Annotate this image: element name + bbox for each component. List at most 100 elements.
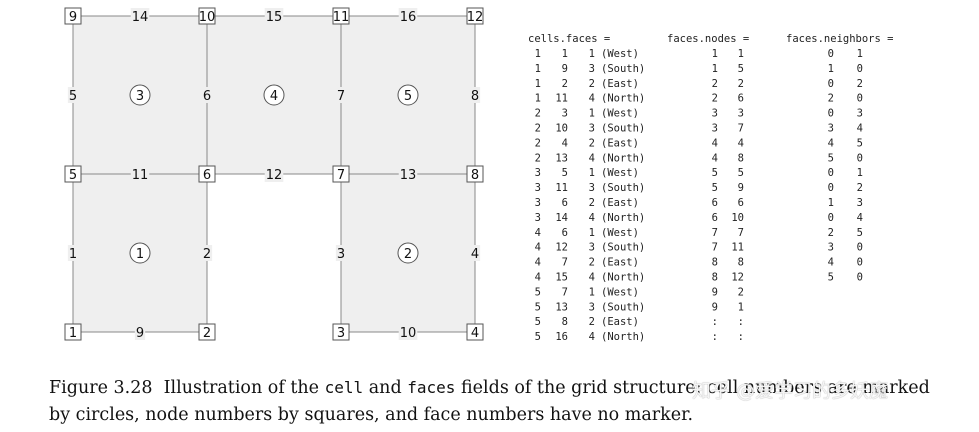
cells-faces-cell: (South) xyxy=(601,182,645,194)
cells-faces-cell: 11 xyxy=(555,182,568,194)
faces-nodes-cell: 9 xyxy=(712,301,718,313)
cells-faces-cell: 5 xyxy=(535,286,541,298)
cells-faces-cell: 3 xyxy=(535,167,541,179)
face-label: 6 xyxy=(203,89,211,104)
faces-neighbors-cell: 5 xyxy=(857,137,863,149)
cells-faces-cell: 6 xyxy=(562,197,568,209)
faces-neighbors-cell: 4 xyxy=(828,257,834,269)
faces-neighbors-cell: 0 xyxy=(828,78,834,90)
node-marker xyxy=(64,7,82,25)
cells-faces-cell: (South) xyxy=(601,242,645,254)
node-number: 4 xyxy=(471,326,479,341)
face-label-bg xyxy=(335,87,347,103)
cells-faces-cell: 11 xyxy=(555,93,568,105)
cells-faces-cell: (North) xyxy=(601,272,645,284)
cells-faces-cell: 3 xyxy=(589,123,595,135)
cells-faces-cell: 1 xyxy=(562,48,568,60)
node-number: 6 xyxy=(203,168,211,183)
face-label: 4 xyxy=(471,247,479,262)
node-number: 2 xyxy=(203,326,211,341)
cells-faces-cell: 2 xyxy=(562,78,568,90)
caption-part1: Illustration of the xyxy=(163,378,320,398)
faces-nodes-cell: 6 xyxy=(712,197,718,209)
cell-number: 1 xyxy=(136,247,144,262)
faces-nodes-cell: 8 xyxy=(738,152,744,164)
node-number: 10 xyxy=(199,10,216,25)
faces-neighbors-cell: 0 xyxy=(857,152,863,164)
faces-nodes-cell: 1 xyxy=(738,48,744,60)
face-label: 10 xyxy=(400,326,417,341)
cells-faces-cell: 13 xyxy=(555,152,568,164)
cells-faces-cell: 4 xyxy=(535,242,541,254)
cells-faces-cell: 6 xyxy=(562,227,568,239)
cells-faces-header: cells.faces = xyxy=(528,33,610,45)
faces-nodes-cell: 6 xyxy=(738,93,744,105)
faces-neighbors-cell: 5 xyxy=(828,272,834,284)
face-label: 3 xyxy=(337,247,345,262)
node-marker xyxy=(332,165,350,183)
face-label-bg xyxy=(201,245,213,261)
node-marker xyxy=(332,7,350,25)
faces-nodes-cell: 2 xyxy=(738,78,744,90)
faces-nodes-cell: 5 xyxy=(738,63,744,75)
cells-faces-cell: 1 xyxy=(589,108,595,120)
figure-caption: Figure 3.28 Illustration of the cell and… xyxy=(49,374,969,429)
faces-neighbors-cell: 2 xyxy=(828,227,834,239)
cells-faces-cell: (North) xyxy=(601,212,645,224)
face-label-bg xyxy=(134,324,146,340)
face-label: 14 xyxy=(132,10,149,25)
cells-faces-cell: (North) xyxy=(601,152,645,164)
cell-number: 2 xyxy=(404,247,412,262)
node-number: 11 xyxy=(333,10,350,25)
faces-nodes-cell: 4 xyxy=(738,137,744,149)
cells-faces-cell: (East) xyxy=(601,316,639,328)
face-label: 5 xyxy=(69,89,77,104)
faces-nodes-cell: 5 xyxy=(738,167,744,179)
faces-nodes-cell: : xyxy=(738,316,744,328)
node-marker xyxy=(466,323,484,341)
faces-nodes-cell: 1 xyxy=(712,48,718,60)
cells-faces-cell: (West) xyxy=(601,227,639,239)
cells-faces-cell: 3 xyxy=(535,212,541,224)
cells-faces-cell: (South) xyxy=(601,123,645,135)
cells-faces-cell: 4 xyxy=(589,212,595,224)
cells-faces-cell: 14 xyxy=(555,212,568,224)
cells-faces-cell: 7 xyxy=(562,257,568,269)
cells-faces-cell: 2 xyxy=(589,137,595,149)
cells-faces-cell: 2 xyxy=(535,108,541,120)
face-label: 8 xyxy=(471,89,479,104)
faces-neighbors-cell: 3 xyxy=(828,123,834,135)
face-label: 9 xyxy=(136,326,144,341)
node-number: 8 xyxy=(471,168,479,183)
node-marker xyxy=(64,165,82,183)
faces-nodes-cell: 7 xyxy=(738,227,744,239)
face-label-bg xyxy=(264,166,284,182)
faces-nodes-cell: 6 xyxy=(738,197,744,209)
cells-faces-cell: 2 xyxy=(535,137,541,149)
cells-faces-cell: 3 xyxy=(589,182,595,194)
faces-neighbors-cell: 2 xyxy=(857,78,863,90)
face-label: 16 xyxy=(400,10,417,25)
cells-faces-cell: 7 xyxy=(562,286,568,298)
faces-nodes-cell: 3 xyxy=(712,108,718,120)
cells-faces-cell: 4 xyxy=(589,331,595,343)
faces-neighbors-cell: 0 xyxy=(828,182,834,194)
faces-neighbors-cell: 4 xyxy=(857,123,863,135)
cells-faces-cell: 2 xyxy=(535,123,541,135)
cell-marker xyxy=(129,84,151,106)
faces-neighbors-cell: 1 xyxy=(828,63,834,75)
faces-neighbors-cell: 3 xyxy=(857,197,863,209)
faces-nodes-header: faces.nodes = xyxy=(667,33,749,45)
cells-faces-cell: 1 xyxy=(535,63,541,75)
watermark: 知乎 @爱学习的多妖魔 xyxy=(692,380,889,402)
faces-neighbors-cell: 0 xyxy=(857,93,863,105)
faces-nodes-cell: 7 xyxy=(712,227,718,239)
cells-faces-cell: 4 xyxy=(562,137,568,149)
faces-neighbors-cell: 2 xyxy=(828,93,834,105)
face-label: 2 xyxy=(203,247,211,262)
cells-faces-cell: 1 xyxy=(535,48,541,60)
cells-faces-cell: 10 xyxy=(555,123,568,135)
faces-nodes-cell: 10 xyxy=(731,212,744,224)
faces-nodes-cell: 7 xyxy=(738,123,744,135)
